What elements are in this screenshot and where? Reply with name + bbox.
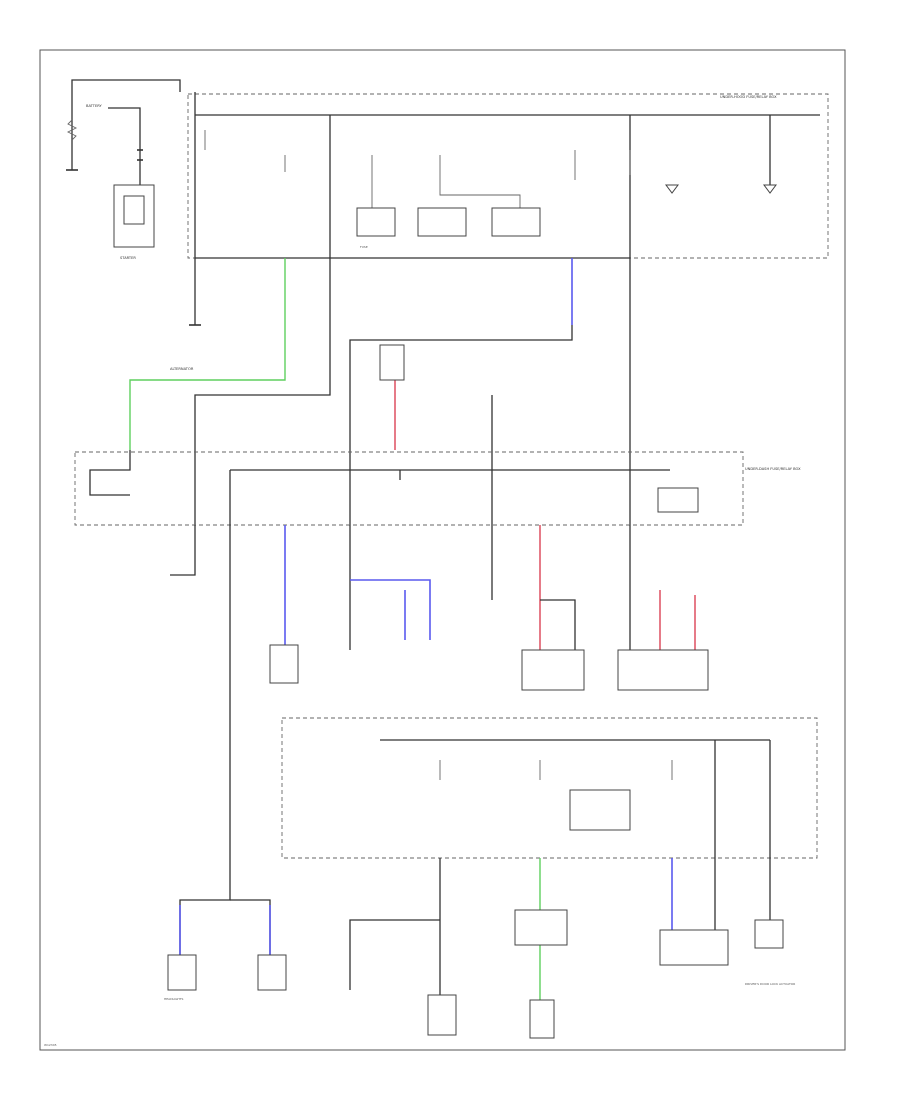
lower-label-1: HEADLIGHTS [164, 997, 183, 1001]
lower-relay [569, 789, 631, 831]
load-2 [257, 954, 287, 991]
relay-mid [379, 344, 405, 381]
component-mid-low [521, 649, 585, 691]
headlight-assembly [617, 649, 709, 691]
bottom-loads: HEADLIGHTS DRIVER'S DOOR LOCK ACTUATOR [164, 858, 795, 1039]
load-4 [514, 909, 568, 946]
underdash-fuse-box: UNDER-DASH FUSE/RELAY BOX [74, 450, 801, 526]
alternator-label: ALTERNATOR [170, 367, 194, 371]
load-5 [529, 999, 555, 1039]
mid-box-header: UNDER-DASH FUSE/RELAY BOX [745, 467, 801, 471]
relay-b [417, 207, 467, 237]
load-3 [427, 994, 457, 1036]
feed-wires: ALTERNATOR [129, 258, 631, 525]
relay-c [491, 207, 541, 237]
load-7 [754, 919, 784, 949]
lower-label-2: DRIVER'S DOOR LOCK ACTUATOR [745, 982, 795, 986]
starter-symbol [123, 195, 145, 225]
relay-a [356, 207, 396, 237]
load-1 [167, 954, 197, 991]
lower-fuse-box [281, 717, 818, 859]
load-6 [659, 929, 729, 966]
battery-starter-group: BATTERY STARTER [66, 79, 181, 260]
fuse-label-1: FUSE [360, 245, 368, 249]
battery-label: BATTERY [86, 104, 103, 108]
diagram-border [39, 49, 846, 1051]
top-box-header: UNDER-HOOD FUSE/RELAY BOX [720, 95, 777, 99]
corner-code: W12345 [44, 1043, 57, 1047]
starter-label: STARTER [120, 256, 136, 260]
component-lh1 [269, 644, 299, 684]
underhood-fuse-box: UNDER-HOOD FUSE/RELAY BOX FUSE [187, 92, 829, 259]
fuse-row [204, 130, 631, 210]
mid-component [657, 487, 699, 513]
